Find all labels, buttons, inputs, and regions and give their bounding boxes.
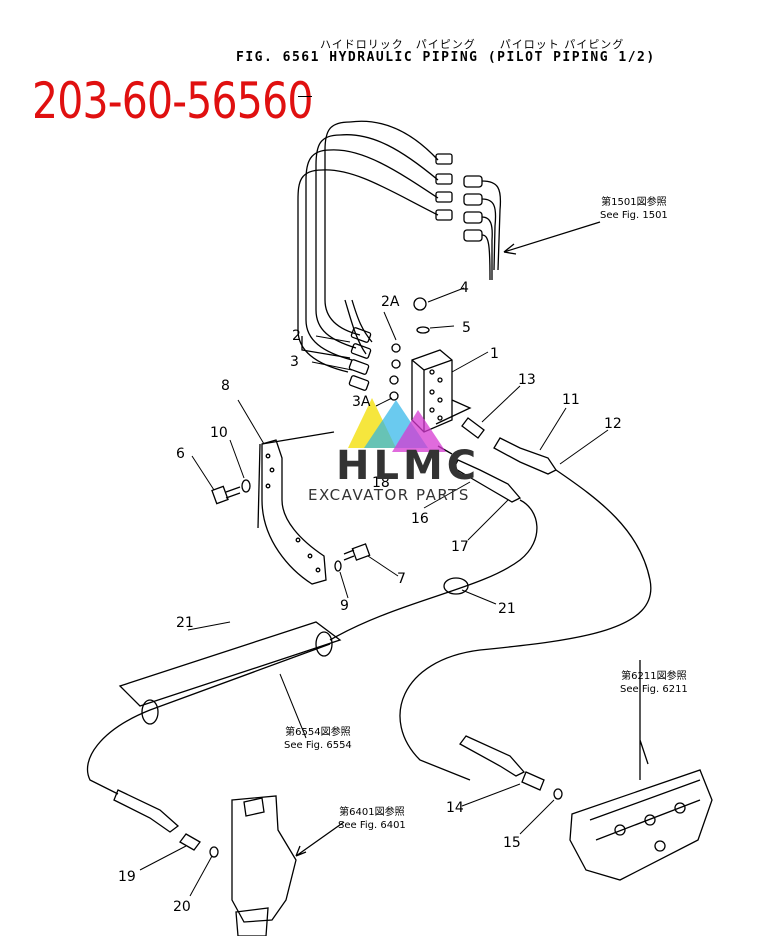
callout-1: 1	[490, 346, 499, 362]
watermark-subtitle: EXCAVATOR PARTS	[308, 486, 470, 504]
callout-10: 10	[210, 425, 228, 441]
callout-9: 9	[340, 598, 349, 614]
ref-6211-en: See Fig. 6211	[620, 684, 688, 695]
figure-title: FIG. 6561 HYDRAULIC PIPING (PILOT PIPING…	[236, 50, 656, 65]
part-number: 203-60-56560	[32, 72, 313, 130]
watermark-logo	[348, 398, 446, 452]
title-dash	[298, 96, 312, 97]
reference-fig-6401: 第6401図参照 See Fig. 6401	[338, 806, 406, 832]
callout-17: 17	[451, 539, 469, 555]
pilot-hose-bundle	[297, 120, 439, 373]
reference-fig-1501: 第1501図参照 See Fig. 1501	[600, 196, 668, 222]
ref-6211-jp: 第6211図参照	[621, 671, 687, 682]
callout-13: 13	[518, 372, 536, 388]
callout-20: 20	[173, 899, 191, 915]
lower-hose	[86, 643, 331, 858]
callout-5: 5	[462, 320, 471, 336]
ref-1501-jp: 第1501図参照	[601, 197, 667, 208]
callout-18: 18	[372, 475, 390, 491]
callout-14: 14	[446, 800, 464, 816]
top-fittings	[435, 153, 601, 281]
callout-12: 12	[604, 416, 622, 432]
callout-3A: 3A	[352, 394, 371, 410]
callout-21: 21	[176, 615, 194, 631]
control-valve	[459, 660, 713, 881]
ref-6401-en: See Fig. 6401	[338, 820, 406, 831]
valve-body-lower	[231, 795, 345, 936]
callout-19: 19	[118, 869, 136, 885]
callout-16: 16	[411, 511, 429, 527]
callout-7: 7	[397, 571, 406, 587]
callout-6: 6	[176, 446, 185, 462]
callout-3: 3	[290, 354, 299, 370]
japanese-title: ハイドロリック パイピング パイロット パイピング	[320, 38, 625, 51]
reference-fig-6554: 第6554図参照 See Fig. 6554	[284, 726, 352, 752]
callout-15: 15	[503, 835, 521, 851]
ref-6401-jp: 第6401図参照	[339, 807, 405, 818]
callout-8: 8	[221, 378, 230, 394]
ref-6554-en: See Fig. 6554	[284, 740, 352, 751]
callout-4: 4	[460, 280, 469, 296]
callout-2A: 2A	[381, 294, 400, 310]
watermark-name: HLMC	[336, 443, 481, 489]
hose-clamps	[118, 577, 469, 725]
callout-21: 21	[498, 601, 516, 617]
leader-lines	[139, 287, 609, 897]
mounting-bracket	[257, 431, 335, 585]
ref-6554-jp: 第6554図参照	[285, 727, 351, 738]
block-fittings	[301, 297, 430, 401]
reference-fig-6211: 第6211図参照 See Fig. 6211	[620, 670, 688, 696]
bolts-and-washers	[211, 479, 371, 572]
callout-2: 2	[292, 328, 301, 344]
callout-11: 11	[562, 392, 580, 408]
ref-1501-en: See Fig. 1501	[600, 210, 668, 221]
